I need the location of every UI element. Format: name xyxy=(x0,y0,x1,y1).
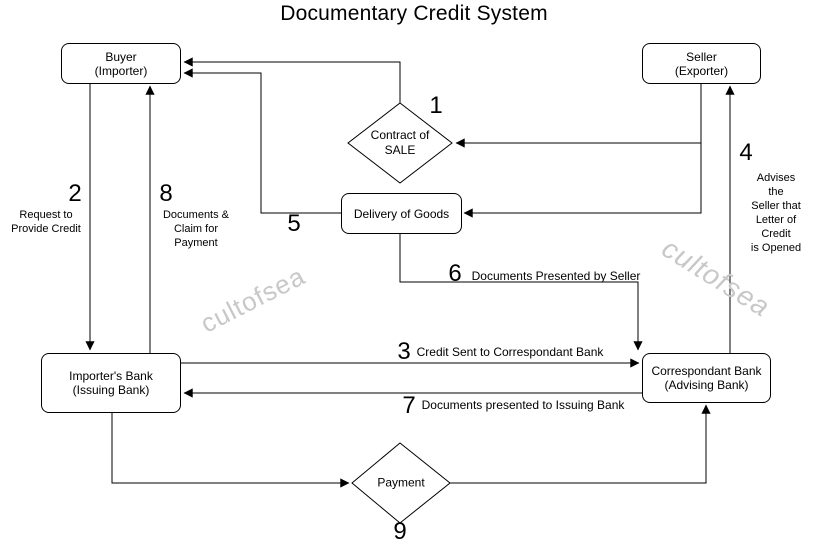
arrow-seller-to-delivery xyxy=(463,83,702,218)
step-number-5: 5 xyxy=(287,210,301,237)
node-correspondant-bank: Correspondant Bank (Advising Bank) xyxy=(642,353,771,403)
page-title: Documentary Credit System xyxy=(280,2,548,25)
step-number-8: 8 xyxy=(159,180,173,207)
step-number-4: 4 xyxy=(739,139,753,166)
flow-label-documents-presented-by-seller: Documents Presented by Seller xyxy=(471,269,641,283)
node-importers-bank: Importer's Bank (Issuing Bank) xyxy=(41,353,181,413)
flow-label-credit-sent-to-correspondant-bank: Credit Sent to Correspondant Bank xyxy=(416,345,604,359)
step-number-1: 1 xyxy=(429,92,443,119)
arrow-seller-to-sale xyxy=(455,83,702,148)
flow-label-advises-seller-letter-of-credit: Advises the Seller that Letter of Credit… xyxy=(750,172,802,254)
node-delivery-of-goods: Delivery of Goods xyxy=(341,193,462,234)
node-contract-of-sale-label: Contract of SALE xyxy=(370,128,430,157)
arrow-payment-to-correspondant xyxy=(450,404,711,484)
step-number-9: 9 xyxy=(393,518,407,545)
arrow-sale-to-buyer xyxy=(183,57,401,103)
arrow-delivery-to-correspondant xyxy=(399,233,643,351)
flow-label-documents-claim-for-payment: Documents & Claim for Payment xyxy=(162,209,230,249)
step-number-3: 3 xyxy=(397,338,411,365)
step-number-7: 7 xyxy=(402,392,416,419)
node-payment-label: Payment xyxy=(377,475,425,490)
step-number-2: 2 xyxy=(68,180,82,207)
arrow-delivery-to-buyer xyxy=(183,68,341,214)
flow-label-request-to-provide-credit: Request to Provide Credit xyxy=(11,209,81,235)
flow-label-documents-presented-to-issuing-bank: Documents presented to Issuing Bank xyxy=(421,398,625,412)
node-seller: Seller (Exporter) xyxy=(642,43,761,84)
contract-of-sale-diamond xyxy=(347,102,453,184)
node-buyer: Buyer (Importer) xyxy=(61,43,181,84)
step-number-6: 6 xyxy=(448,260,462,287)
arrow-importers-to-payment xyxy=(111,413,350,488)
payment-diamond xyxy=(351,442,451,524)
